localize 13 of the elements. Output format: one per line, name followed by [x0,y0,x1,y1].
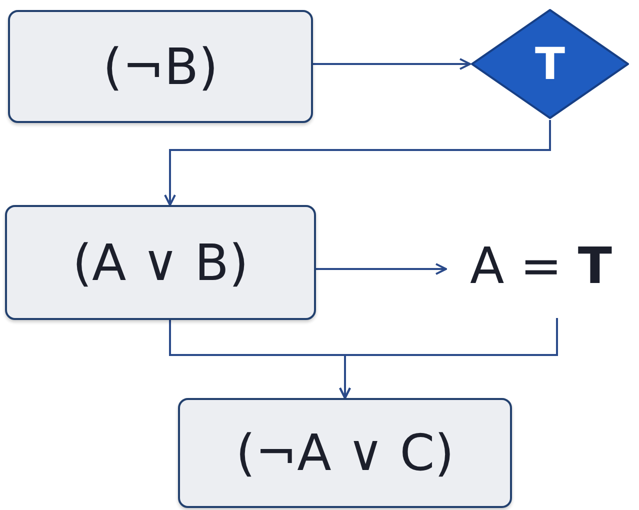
assignment-text: A = T [470,237,612,295]
arrow [339,318,558,399]
process-box [8,10,313,123]
process-box [178,398,512,508]
arrow [316,263,447,275]
decision-diamond [470,8,630,120]
box-label: (¬B) [102,38,218,96]
arrow [313,58,471,70]
box-label: (¬A ∨ C) [236,424,454,482]
arrow [164,120,551,206]
box-label: (A ∨ B) [72,234,248,292]
decision-label: T [534,38,565,90]
process-box [5,205,316,320]
